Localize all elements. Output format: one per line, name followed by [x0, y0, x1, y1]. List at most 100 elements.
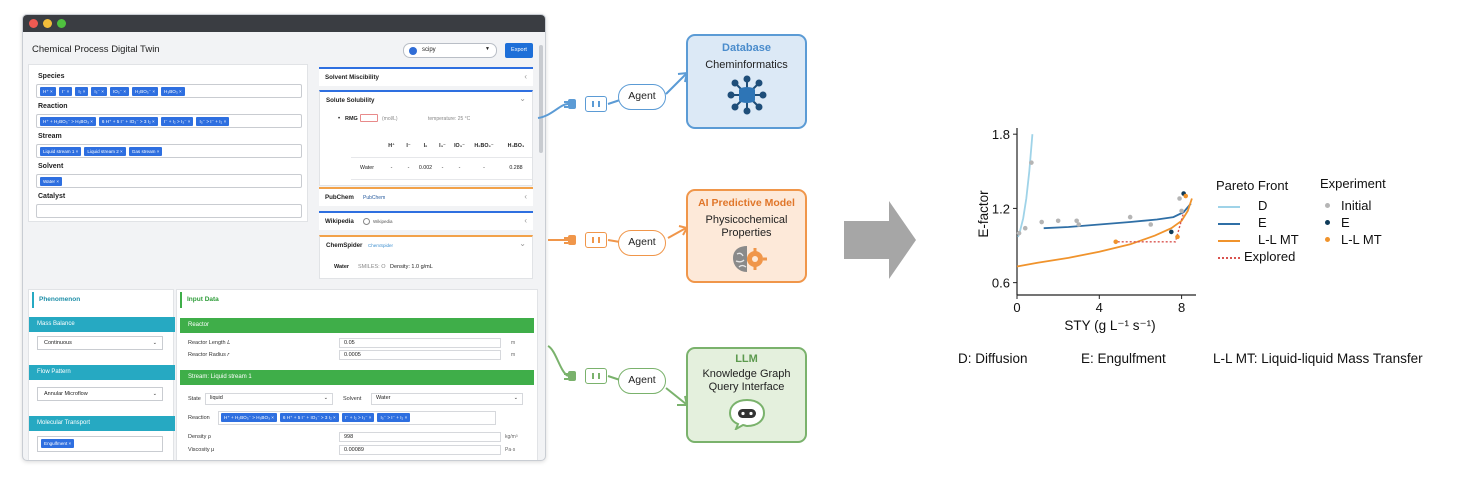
experiment-legend-title: Experiment [1320, 176, 1386, 191]
experiment-point-l-l-mt [1113, 239, 1119, 245]
app-window: Chemical Process Digital Twin scipy ▼ Ex… [22, 14, 546, 461]
reaction-chip[interactable]: H⁺ + H₂BO₃⁻ > H₃BO₃ × [40, 117, 96, 126]
close-window-button[interactable] [29, 19, 38, 28]
stream-chip[interactable]: Liquid stream 2 × [84, 147, 126, 156]
green-arrow [665, 387, 687, 405]
table-cell: 0.002 [417, 157, 434, 180]
app-title: Chemical Process Digital Twin [32, 44, 160, 55]
rmg-logo-icon [360, 114, 378, 122]
experiment-point-initial [1055, 218, 1061, 224]
minimize-window-button[interactable] [43, 19, 52, 28]
stream-reaction-chip[interactable]: I₃⁻ > I⁻ + I₂ × [377, 413, 411, 422]
stream-reaction-chip[interactable]: H⁺ + H₂BO₃⁻ > H₃BO₃ × [221, 413, 277, 422]
export-button[interactable]: Export [505, 43, 533, 58]
bullet-icon: • [338, 116, 341, 122]
stream-header: Stream: Liquid stream 1 [180, 370, 534, 385]
series-line-e [1043, 202, 1192, 230]
stream-chip[interactable]: Gas stream × [128, 147, 163, 156]
reactor-length-label: Reactor Length 𝐿 [188, 340, 231, 346]
reaction-field[interactable]: H⁺ + H₂BO₃⁻ > H₃BO₃ ×6 H⁺ + 5 I⁻ + IO₃⁻ … [36, 114, 302, 128]
reaction-chip[interactable]: 6 H⁺ + 5 I⁻ + IO₃⁻ > 3 I₂ × [98, 117, 158, 126]
catalyst-field[interactable] [36, 204, 302, 218]
legend-swatch [1218, 223, 1240, 225]
wikipedia-section[interactable]: Wikipedia Wikipedia ‹ [319, 211, 533, 230]
maximize-window-button[interactable] [57, 19, 66, 28]
molecular-transport-header: Molecular Transport [29, 416, 175, 431]
species-chip[interactable]: H⁺ × [40, 87, 56, 96]
pareto-legend-title: Pareto Front [1216, 178, 1289, 193]
solvent-chip[interactable]: Water × [40, 177, 63, 186]
table-cell: Water [351, 157, 383, 180]
reaction-chip[interactable]: I₃⁻ > I⁻ + I₂ × [196, 117, 230, 126]
reaction-chip[interactable]: I⁻ + I₂ > I₃⁻ × [160, 117, 194, 126]
chevron-down-icon[interactable]: ⌄ [519, 94, 526, 103]
species-chip[interactable]: H₃BO₃ × [161, 87, 185, 96]
chemspider-title[interactable]: ChemSpider [326, 242, 363, 249]
socket-icon [585, 232, 607, 248]
agent-database[interactable]: Agent [618, 84, 666, 110]
flow-pattern-select[interactable]: Annular Microflow ⌄ [37, 387, 163, 401]
reaction-label: Reaction [38, 103, 68, 110]
agent-ai-model[interactable]: Agent [618, 230, 666, 256]
catalyst-label: Catalyst [38, 193, 66, 200]
legend-dot [1325, 220, 1330, 225]
flow-pattern-header: Flow Pattern [29, 365, 175, 380]
species-chip[interactable]: H₂BO₃⁻ × [132, 87, 159, 96]
plug-icon [564, 371, 576, 381]
table-cell: - [400, 157, 417, 180]
stream-reaction-field[interactable]: H⁺ + H₂BO₃⁻ > H₃BO₃ ×6 H⁺ + 5 I⁻ + IO₃⁻ … [218, 411, 496, 425]
engulfment-chip[interactable]: Engulfment × [41, 439, 75, 448]
solvent-field[interactable]: Water × [36, 174, 302, 188]
molecular-transport-field[interactable]: Engulfment × [37, 436, 163, 452]
species-chip[interactable]: IO₃⁻ × [109, 87, 130, 96]
blue-arrow [665, 73, 687, 95]
ai-model-title: AI Predictive Model [698, 197, 795, 209]
viscosity-input[interactable]: 0.00089 [339, 445, 501, 455]
density-label: Density ρ [188, 434, 211, 440]
chevron-down-icon[interactable]: ⌄ [519, 239, 526, 248]
density-unit: kg/m³ [505, 434, 518, 440]
experiment-point-initial [1022, 225, 1028, 231]
solver-engine-select[interactable]: scipy ▼ [403, 43, 497, 58]
experiment-point-initial [1127, 214, 1133, 220]
reactor-length-input[interactable]: 0.05 [339, 338, 501, 348]
stream-reaction-chip[interactable]: 6 H⁺ + 5 I⁻ + IO₃⁻ > 3 I₂ × [279, 413, 339, 422]
experiment-point-initial [1016, 230, 1022, 236]
solute-solubility-title[interactable]: Solute Solubility [326, 97, 375, 104]
socket-icon [585, 368, 607, 384]
stream-reaction-chip[interactable]: I⁻ + I₂ > I₃⁻ × [341, 413, 375, 422]
chemspider-logo-icon: ChemSpider [368, 243, 394, 248]
ai-model-subtitle-1: Physicochemical [705, 214, 788, 226]
x-tick-label: 4 [1096, 300, 1103, 315]
species-chip[interactable]: I₂ × [75, 87, 89, 96]
solvent-miscibility-section[interactable]: Solvent Miscibility ‹ [319, 67, 533, 86]
pubchem-section[interactable]: PubChem PubChem ‹ [319, 187, 533, 206]
agent-llm[interactable]: Agent [618, 368, 666, 394]
solvent-select[interactable]: Water ⌄ [371, 393, 523, 405]
caret-down-icon: ⌄ [152, 340, 157, 346]
chart-axes [1016, 128, 1196, 296]
mass-balance-select[interactable]: Continuous ⌄ [37, 336, 163, 350]
chemspider-density: Density: 1.0 g/mL [390, 264, 433, 270]
stream-chip[interactable]: Liquid stream 1 × [40, 147, 82, 156]
series-line-d [1017, 134, 1034, 238]
table-cell: - [451, 157, 468, 180]
species-field[interactable]: H⁺ ×I⁻ ×I₂ ×I₃⁻ ×IO₃⁻ ×H₂BO₃⁻ ×H₃BO₃ × [36, 84, 302, 98]
window-titlebar [23, 15, 545, 32]
experiment-point-initial [1039, 219, 1044, 225]
mass-balance-header: Mass Balance [29, 317, 175, 332]
llm-title: LLM [735, 353, 758, 365]
vertical-scrollbar[interactable] [539, 45, 543, 153]
y-tick-label: 1.2 [992, 201, 1010, 216]
table-header-cell [351, 135, 383, 158]
reactor-radius-unit: m [511, 352, 516, 358]
density-input[interactable]: 998 [339, 432, 501, 442]
entity-panel: Species H⁺ ×I⁻ ×I₂ ×I₃⁻ ×IO₃⁻ ×H₂BO₃⁻ ×H… [28, 64, 308, 222]
state-select[interactable]: liquid ⌄ [205, 393, 333, 405]
reactor-radius-input[interactable]: 0.0005 [339, 350, 501, 360]
input-data-accent [180, 292, 182, 308]
species-chip[interactable]: I₃⁻ × [91, 87, 107, 96]
stream-field[interactable]: Liquid stream 1 ×Liquid stream 2 ×Gas st… [36, 144, 302, 158]
species-chip[interactable]: I⁻ × [58, 87, 73, 96]
table-header-cell: H₂BO₃⁻ [468, 135, 500, 158]
